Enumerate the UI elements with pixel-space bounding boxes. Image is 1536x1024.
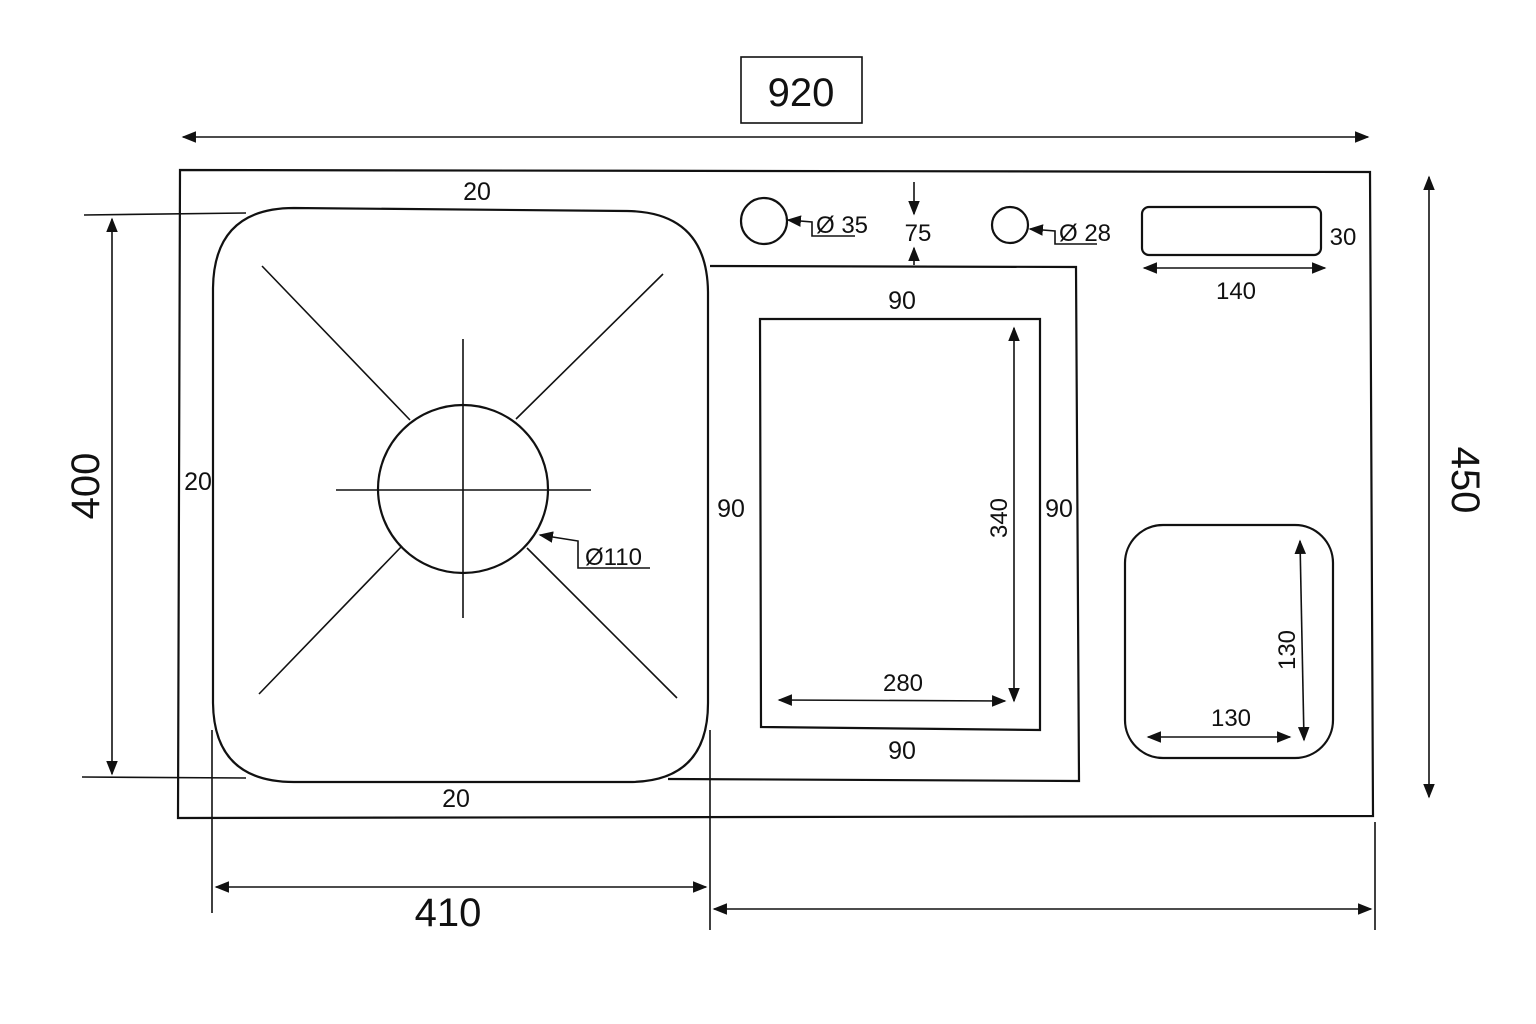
bowl-groove xyxy=(258,545,403,695)
small-bowl xyxy=(1123,523,1335,760)
small-bowl-width-label: 130 xyxy=(1211,705,1251,732)
dispenser-height-label: 30 xyxy=(1330,224,1357,251)
drainboard-right-margin-label: 90 xyxy=(1045,495,1073,523)
bowl-width-label: 410 xyxy=(415,891,482,935)
extension-line xyxy=(83,212,247,216)
drainboard-top-margin-label: 90 xyxy=(888,287,916,315)
tap-hole-large-label: Ø 35 xyxy=(816,212,868,239)
overall-width-label: 920 xyxy=(768,71,835,115)
small-bowl-height-dimension xyxy=(1294,539,1310,742)
tap-hole-small-leader xyxy=(1028,224,1097,245)
bowl-top-margin-label: 20 xyxy=(463,178,491,206)
sink-outline xyxy=(176,168,1375,820)
drainboard-outer xyxy=(667,264,1081,783)
dispenser-width-label: 140 xyxy=(1216,278,1256,305)
drain-diameter-label: Ø110 xyxy=(585,544,642,571)
tap-hole-large-leader xyxy=(786,215,855,237)
tap-hole-large xyxy=(739,196,789,246)
overall-width-box xyxy=(740,56,863,124)
drain-leader xyxy=(538,531,650,569)
bowl-groove xyxy=(261,265,411,421)
bowl-bottom-margin-label: 20 xyxy=(442,785,470,813)
tap-hole-small-label: Ø 28 xyxy=(1059,220,1111,247)
overall-height-label: 450 xyxy=(1443,447,1487,514)
dispenser-slot xyxy=(1140,205,1323,257)
drainboard-inner-width-dimension xyxy=(777,694,1007,707)
drainboard-bottom-margin-label: 90 xyxy=(888,737,916,765)
small-bowl-height-label: 130 xyxy=(1274,630,1301,670)
tap-hole-small xyxy=(990,205,1030,245)
drainboard-inner xyxy=(758,317,1042,732)
bowl-height-label: 400 xyxy=(64,453,108,520)
main-bowl xyxy=(211,206,710,784)
bowl-groove xyxy=(515,273,664,420)
extension-line xyxy=(81,776,247,779)
tap-offset-label: 75 xyxy=(905,220,932,247)
drainboard-inner-height-label: 340 xyxy=(986,498,1013,538)
bowl-groove xyxy=(526,547,678,699)
bowl-left-margin-label: 20 xyxy=(184,468,212,496)
drainboard-inner-width-label: 280 xyxy=(883,670,923,697)
drainboard-left-margin-label: 90 xyxy=(717,495,745,523)
